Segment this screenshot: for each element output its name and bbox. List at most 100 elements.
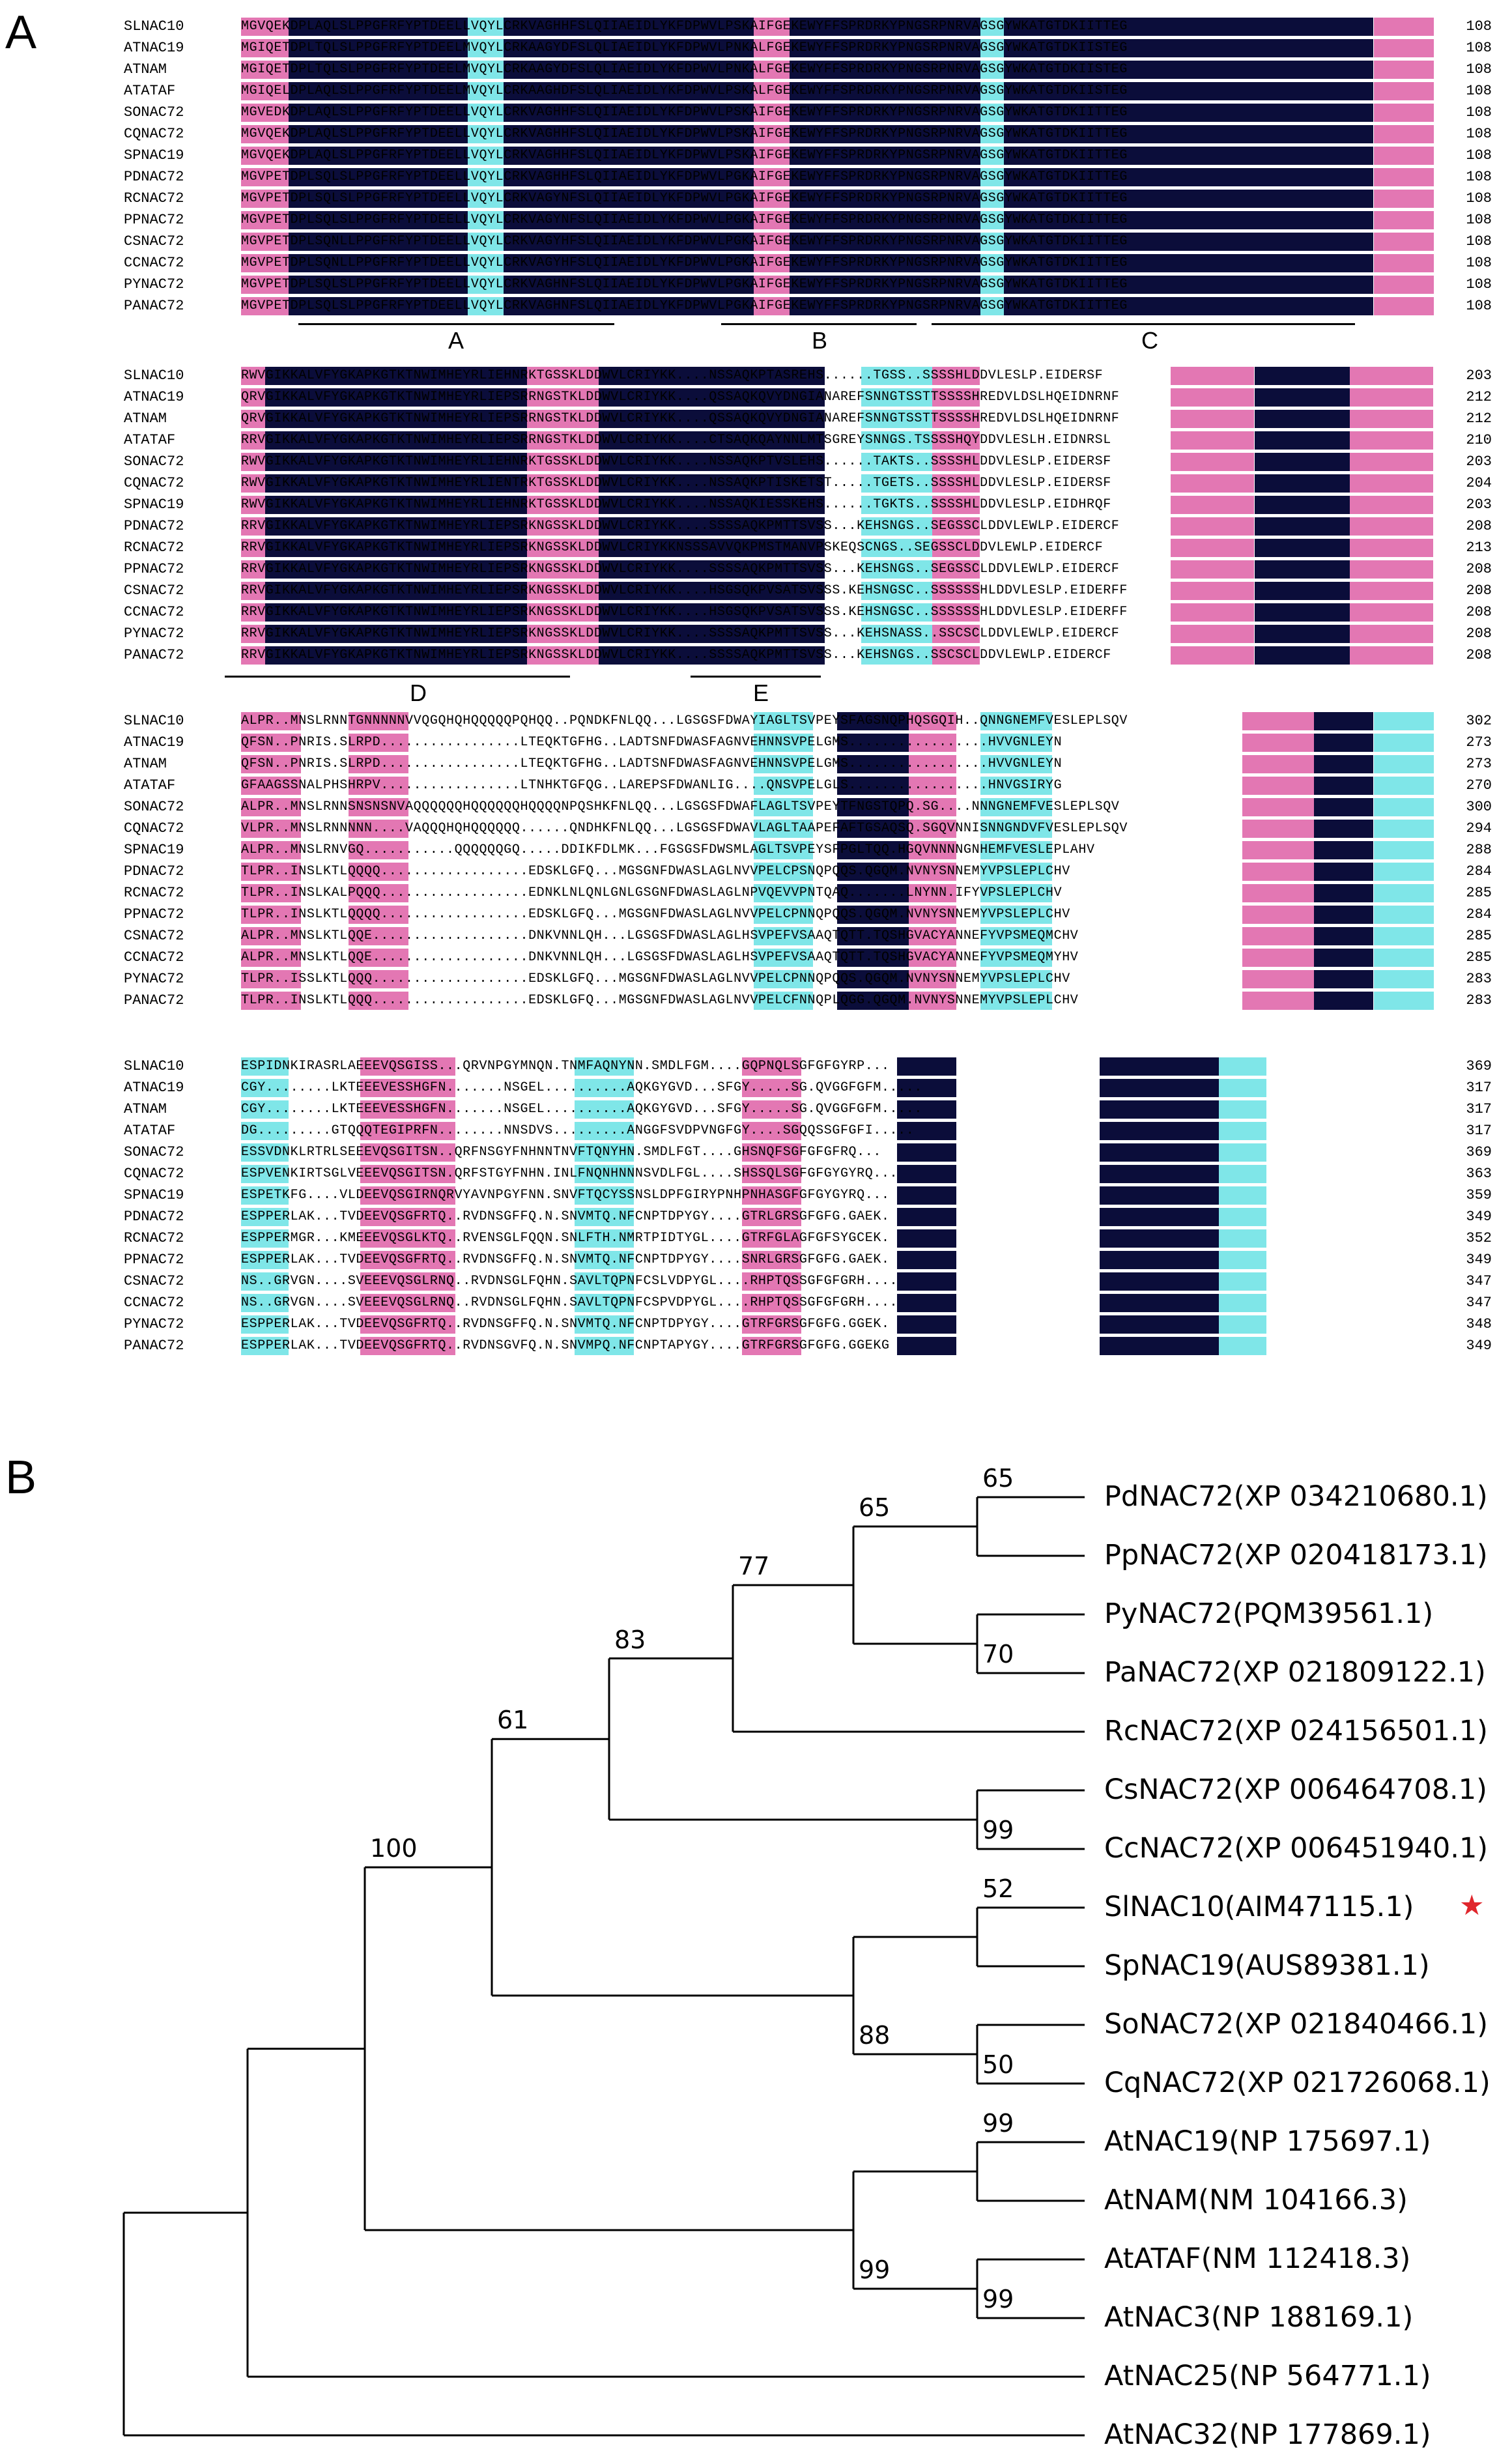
shade-segment bbox=[241, 1337, 289, 1355]
shade-segment bbox=[265, 474, 528, 493]
shade-segment bbox=[837, 906, 909, 924]
conservation-shading bbox=[241, 644, 1433, 666]
shade-segment bbox=[289, 297, 468, 315]
shade-segment bbox=[1314, 927, 1373, 945]
sequence-residues: GFAAGSSNALPHSHRPV.................LTNHKT… bbox=[241, 778, 1063, 793]
sequence-residues: QFSN..PNRIS.SLRPD.................LTEQKT… bbox=[241, 735, 1063, 750]
sequence-end-position: 208 bbox=[1466, 561, 1492, 577]
shade-segment bbox=[289, 254, 468, 272]
shade-segment bbox=[360, 1143, 455, 1162]
shade-segment bbox=[1219, 1057, 1266, 1076]
sequence-name: ATNAC19 bbox=[124, 734, 184, 751]
shade-segment bbox=[1255, 539, 1350, 557]
shade-segment bbox=[980, 39, 1005, 57]
shade-segment bbox=[241, 646, 265, 665]
shade-segment bbox=[837, 820, 909, 838]
shade-segment bbox=[790, 61, 980, 79]
shade-segment bbox=[742, 1143, 801, 1162]
sequence-end-position: 208 bbox=[1466, 604, 1492, 620]
shade-segment bbox=[241, 147, 289, 165]
conservation-shading bbox=[241, 1077, 1433, 1098]
sequence-name: CQNAC72 bbox=[124, 1166, 184, 1182]
shade-segment bbox=[861, 431, 933, 450]
shade-segment bbox=[241, 104, 289, 122]
sequence-residues: MGIQELDPLAQLSLPPGFRFYPTDEELMVQYLCRKAAGHD… bbox=[241, 83, 1128, 98]
sequence-residues: RRVGIKKALVFYGKAPKGTKTNWIMHEYRLIEPSRRNGST… bbox=[241, 433, 1111, 448]
shade-segment bbox=[1374, 18, 1434, 36]
shade-segment bbox=[241, 233, 289, 251]
sequence-residues: RRVGIKKALVFYGKAPKGTKTNWIMHEYRLIEPSRKNGSS… bbox=[241, 626, 1120, 641]
shade-segment bbox=[861, 517, 933, 536]
sequence-name: ATATAF bbox=[124, 1123, 176, 1139]
shade-segment bbox=[468, 39, 504, 57]
sequence-residues: MGVPETDPLSQLSLPPGFRFYPTDEELLVQYLCRKVAGYN… bbox=[241, 212, 1128, 227]
conservation-shading bbox=[241, 990, 1434, 1011]
sequence-name: ATNAM bbox=[124, 756, 167, 772]
sequence-name: CSNAC72 bbox=[124, 928, 184, 944]
shade-segment bbox=[1219, 1100, 1266, 1119]
shade-segment bbox=[694, 603, 825, 622]
shade-segment bbox=[527, 539, 599, 557]
shade-segment bbox=[1100, 1272, 1219, 1291]
shade-segment bbox=[504, 61, 754, 79]
shade-segment bbox=[504, 104, 754, 122]
sequence-residues: VLPR..MNSLRNNNNN....VAQQQHQHQQQQQQ......… bbox=[241, 821, 1128, 836]
sequence-name: CCNAC72 bbox=[124, 255, 184, 271]
sequence-end-position: 203 bbox=[1466, 496, 1492, 513]
shade-segment bbox=[980, 276, 1005, 294]
shade-segment bbox=[694, 646, 825, 665]
sequence-end-position: 203 bbox=[1466, 367, 1492, 384]
shade-segment bbox=[1255, 496, 1350, 514]
shade-segment bbox=[754, 712, 813, 730]
shade-segment bbox=[897, 1337, 956, 1355]
conservation-shading bbox=[241, 1098, 1433, 1120]
sequence-end-position: 108 bbox=[1466, 233, 1492, 250]
shade-segment bbox=[1100, 1057, 1219, 1076]
conservation-shading bbox=[241, 753, 1434, 775]
shade-segment bbox=[754, 970, 813, 988]
shade-segment bbox=[1100, 1208, 1219, 1226]
tree-tip-label: RcNAC72(XP 024156501.1) bbox=[1104, 1715, 1488, 1747]
shade-segment bbox=[241, 582, 265, 600]
shade-segment bbox=[909, 777, 956, 795]
shade-segment bbox=[754, 61, 790, 79]
shade-segment bbox=[1350, 646, 1433, 665]
shade-segment bbox=[742, 1057, 801, 1076]
shade-segment bbox=[861, 582, 933, 600]
alignment-row: SPNAC19 MGVQEKDPLAQLSLPPGFRFYPTDEELLVQYLC… bbox=[124, 145, 1492, 166]
shade-segment bbox=[349, 820, 408, 838]
tree-tip-label: PaNAC72(XP 021809122.1) bbox=[1104, 1656, 1486, 1689]
sequence-residues: MGVQEKDPLAQLSLPPGFRFYPTDEELLVQYLCRKVAGHH… bbox=[241, 148, 1128, 163]
shade-segment bbox=[754, 190, 790, 208]
sequence-residues: ESPVENKIRTSGLVEEEVQSGITSN.QRFSTGYFNHN.IN… bbox=[241, 1166, 898, 1181]
shade-segment bbox=[241, 820, 301, 838]
shade-segment bbox=[837, 992, 909, 1010]
sequence-name: PDNAC72 bbox=[124, 169, 184, 185]
sequence-name: SPNAC19 bbox=[124, 147, 184, 164]
bootstrap-value: 52 bbox=[982, 1874, 1014, 1903]
sequence-end-position: 349 bbox=[1466, 1252, 1492, 1268]
shade-segment bbox=[1171, 431, 1254, 450]
shade-segment bbox=[241, 1315, 289, 1334]
sequence-residues: RRVGIKKALVFYGKAPKGTKTNWIMHEYRLIEPSRKNGSS… bbox=[241, 648, 1111, 663]
shade-segment bbox=[349, 863, 408, 881]
shade-segment bbox=[265, 496, 528, 514]
sequence-end-position: 294 bbox=[1466, 820, 1492, 837]
shade-segment bbox=[754, 276, 790, 294]
shade-segment bbox=[468, 125, 504, 143]
sequence-name: SPNAC19 bbox=[124, 842, 184, 858]
shade-segment bbox=[742, 1272, 801, 1291]
bootstrap-value: 99 bbox=[982, 2285, 1014, 2314]
